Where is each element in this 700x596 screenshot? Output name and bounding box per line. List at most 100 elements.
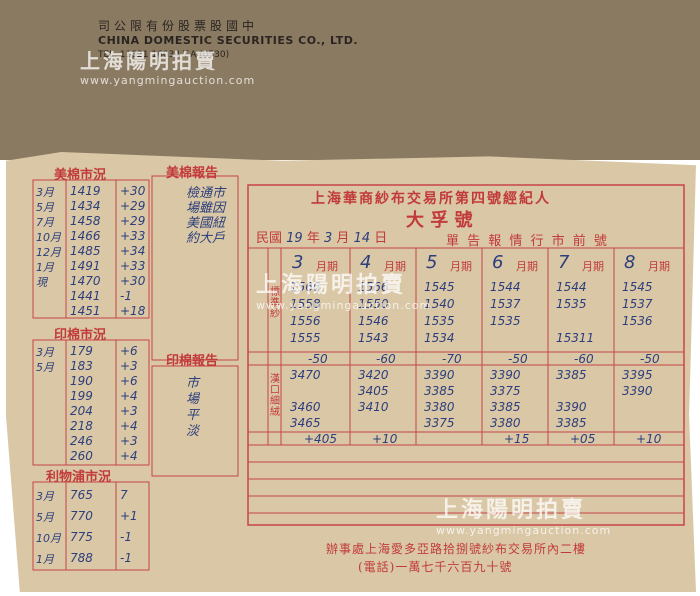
in-change-7: +4 <box>120 449 138 463</box>
in-price-2: 190 <box>70 374 93 388</box>
us-change-7: -1 <box>120 289 132 303</box>
yarn-cell: 1535 <box>424 314 455 328</box>
date-year-unit: 年 <box>306 231 320 246</box>
cotton-cell: 3405 <box>358 384 389 398</box>
us-price-0: 1419 <box>70 184 101 198</box>
us-month-3: 10月 <box>36 231 61 244</box>
indian-cotton-report-note: 市場平淡 <box>186 376 200 439</box>
us-month-5: 1月 <box>36 261 54 274</box>
envelope-letterhead: 司公限有份股票股國中 CHINA DOMESTIC SECURITIES CO.… <box>98 18 358 61</box>
lv-change-0: 7 <box>120 488 128 502</box>
cotton-cell: 3410 <box>358 400 389 414</box>
lv-change-2: -1 <box>120 530 132 544</box>
yarn-cell: 1544 <box>556 280 587 294</box>
us-change-5: +33 <box>120 259 146 273</box>
us-cotton-report-note: 檢通市場雖因美國紐約大戶 <box>186 186 226 246</box>
in-change-6: +3 <box>120 434 138 448</box>
yarn-cell: 1566 <box>290 280 321 294</box>
month-5: 8 <box>624 252 636 273</box>
us-month-6: 現 <box>36 276 47 289</box>
us-price-1: 1434 <box>70 199 101 213</box>
cotton-change-cell: +405 <box>304 432 337 446</box>
us-change-0: +30 <box>120 184 146 198</box>
cotton-cell: 3385 <box>556 368 587 382</box>
lv-change-1: +1 <box>120 509 138 523</box>
cotton-cell: 3380 <box>490 416 521 430</box>
us-change-3: +33 <box>120 229 146 243</box>
us-month-2: 7月 <box>36 216 54 229</box>
us-month-4: 12月 <box>36 246 61 259</box>
cotton-change-cell: +05 <box>570 432 596 446</box>
month-unit-3: 月期 <box>516 260 538 273</box>
yarn-cell: 1546 <box>358 314 389 328</box>
yarn-cell: 1537 <box>490 297 521 311</box>
month-unit-2: 月期 <box>450 260 472 273</box>
yarn-cell: 1545 <box>622 280 653 294</box>
yarn-cell: 1536 <box>622 314 653 328</box>
month-unit-4: 月期 <box>582 260 604 273</box>
watermark-middle: 上海陽明拍賣 www.yangmingauction.com <box>256 267 431 312</box>
cotton-cell: 3465 <box>290 416 321 430</box>
month-2: 5 <box>426 252 438 273</box>
month-3: 6 <box>492 252 504 273</box>
lv-change-3: -1 <box>120 551 132 565</box>
in-price-6: 246 <box>70 434 93 448</box>
in-change-5: +4 <box>120 419 138 433</box>
us-change-1: +29 <box>120 199 146 213</box>
us-change-4: +34 <box>120 244 146 258</box>
yarn-cell: 1540 <box>424 297 455 311</box>
indian-cotton-report-title: 印棉報告 <box>166 354 219 369</box>
date-month-unit: 月 <box>336 231 350 246</box>
cotton-cell: 3375 <box>424 416 455 430</box>
lv-price-1: 770 <box>70 509 93 523</box>
cotton-cell: 3385 <box>556 416 587 430</box>
watermark-bottom-url: www.yangmingauction.com <box>436 524 612 537</box>
lv-month-3: 1月 <box>36 553 54 566</box>
lv-price-0: 765 <box>70 488 93 502</box>
cotton-cell: 3470 <box>290 368 321 382</box>
yarn-change-cell: -70 <box>442 352 462 366</box>
us-cotton-report-title: 美棉報告 <box>166 166 219 181</box>
cotton-cell: 3460 <box>290 400 321 414</box>
date-day: 14 <box>353 231 371 246</box>
yarn-change-cell: -50 <box>508 352 528 366</box>
report-date: 民國 19 年 3 月 14 日 <box>256 227 387 246</box>
watermark-top: 上海陽明拍賣 www.yangmingauction.com <box>80 45 255 87</box>
envelope-tel: TEL. 11821 16034 T.A (0530) <box>98 50 230 61</box>
us-price-8: 1451 <box>70 304 101 318</box>
broker-brand: 大 孚 號 <box>406 210 473 231</box>
us-price-2: 1458 <box>70 214 101 228</box>
in-price-5: 218 <box>70 419 93 433</box>
cotton-label: 漢口細絨 <box>270 374 280 418</box>
in-price-7: 260 <box>70 449 93 463</box>
in-month-1: 5月 <box>36 361 54 374</box>
us-month-1: 5月 <box>36 201 54 214</box>
us-month-0: 3月 <box>36 186 54 199</box>
lv-month-0: 3月 <box>36 490 54 503</box>
in-change-4: +3 <box>120 404 138 418</box>
month-4: 7 <box>558 252 570 273</box>
watermark-top-url: www.yangmingauction.com <box>80 74 256 87</box>
cotton-cell: 3390 <box>424 368 455 382</box>
month-unit-5: 月期 <box>648 260 670 273</box>
us-price-5: 1491 <box>70 259 101 273</box>
liverpool-title: 利物浦市況 <box>46 470 112 485</box>
sheet-grid <box>32 175 685 571</box>
date-year: 19 <box>286 231 303 246</box>
in-change-1: +3 <box>120 359 138 373</box>
envelope: 司公限有份股票股國中 CHINA DOMESTIC SECURITIES CO.… <box>0 0 700 160</box>
in-month-0: 3月 <box>36 346 54 359</box>
in-change-0: +6 <box>120 344 138 358</box>
cotton-change-cell: +10 <box>636 432 662 446</box>
report-subtitle: 單 告 報 情 行 市 前 號 <box>446 234 609 249</box>
yarn-cell: 1555 <box>290 331 321 345</box>
envelope-company-cn: 司公限有份股票股國中 <box>98 19 259 33</box>
lv-month-2: 10月 <box>36 532 61 545</box>
yarn-change-cell: -50 <box>308 352 328 366</box>
date-prefix: 民國 <box>256 231 283 246</box>
yarn-label: 標準紗 <box>270 287 280 320</box>
yarn-cell: 1544 <box>490 280 521 294</box>
lv-price-3: 788 <box>70 551 93 565</box>
footer-address: 辦事處上海愛多亞路拾捌號紗布交易所內二樓 <box>326 542 587 556</box>
